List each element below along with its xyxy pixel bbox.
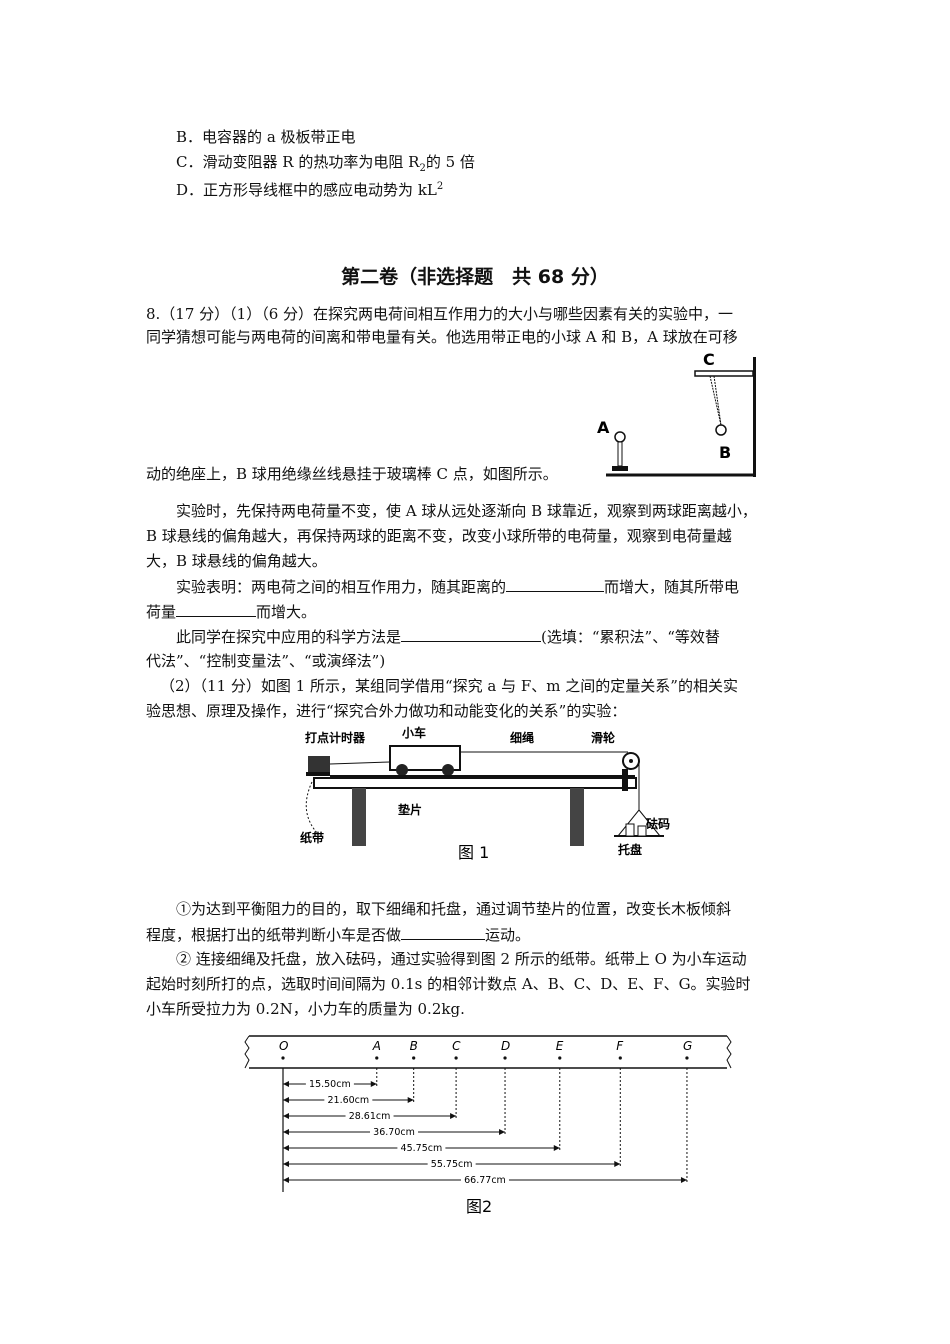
label-c: C xyxy=(703,350,715,369)
p1-line1: 实验时，先保持两电荷量不变，使 A 球从远处逐渐向 B 球靠近，观察到两球距离越… xyxy=(176,502,757,520)
p6-line3: 小车所受拉力为 0.2N，小力车的质量为 0.2kg. xyxy=(146,1000,465,1018)
fig2-distance-label: 21.60cm xyxy=(327,1095,369,1106)
fig1-tape-label: 纸带 xyxy=(300,830,324,845)
fig1-tray-label: 托盘 xyxy=(618,842,642,857)
answer-blank-4[interactable] xyxy=(401,923,486,940)
answer-blank-1[interactable] xyxy=(506,575,605,592)
fig2-point-O xyxy=(281,1056,285,1060)
fig1-caption: 图 1 xyxy=(458,843,489,862)
p4-line1: （2）（11 分）如图 1 所示，某组同学借用“探究 a 与 F、m 之间的定量… xyxy=(160,677,738,695)
fig2-point-label-E: E xyxy=(556,1039,564,1053)
p4-line2: 验思想、原理及操作，进行“探究合外力做功和动能变化的关系”的实验： xyxy=(146,702,627,720)
p1-line2: B 球悬线的偏角越大，再保持两球的距离不变，改变小球所带的电荷量，观察到电荷量越 xyxy=(146,527,732,545)
fig2-point-D xyxy=(503,1056,507,1060)
label-b: B xyxy=(719,443,731,462)
fig2-arrowhead xyxy=(283,1081,289,1087)
p2-line1: 实验表明：两电荷之间的相互作用力，随其距离的而增大，随其所带电 xyxy=(176,575,739,598)
fig2-arrowhead xyxy=(370,1081,377,1087)
fig2-label-bg xyxy=(460,1174,509,1185)
fig2-label-bg xyxy=(345,1110,394,1121)
fig2-distance-label: 15.50cm xyxy=(309,1079,351,1090)
p2-line2: 荷量而增大。 xyxy=(146,600,316,623)
section-title: 第二卷（非选择题 共 68 分） xyxy=(341,266,609,288)
fig1-timer-label: 打点计时器 xyxy=(305,730,366,745)
fig2-point-label-F: F xyxy=(616,1039,624,1053)
fig2-distance-label: 45.75cm xyxy=(401,1143,443,1154)
fig2-arrowhead xyxy=(283,1161,289,1167)
fig2-point-label-B: B xyxy=(410,1039,418,1053)
fig2-point-label-G: G xyxy=(683,1039,692,1053)
fig2-point-C xyxy=(454,1056,458,1060)
fig2-point-A xyxy=(375,1056,379,1060)
fig2-arrowhead xyxy=(407,1097,414,1103)
p5-line1: ①为达到平衡阻力的目的，取下细绳和托盘，通过调节垫片的位置，改变长木板倾斜 xyxy=(176,900,732,918)
fig2-arrowhead xyxy=(283,1145,289,1151)
fig2-distance-label: 36.70cm xyxy=(373,1127,415,1138)
answer-blank-3[interactable] xyxy=(401,625,542,642)
fig2-point-label-O: O xyxy=(279,1039,288,1053)
fig2-distance-label: 28.61cm xyxy=(349,1111,391,1122)
q8-line1: 8.（17 分）（1）（6 分）在探究两电荷间相互作用力的大小与哪些因素有关的实… xyxy=(146,305,734,323)
fig2-label-bg xyxy=(397,1142,446,1153)
fig1-weights-label: 砝码 xyxy=(646,816,670,831)
answer-blank-2[interactable] xyxy=(176,600,257,617)
p6-line1: ② 连接细绳及托盘，放入砝码，通过实验得到图 2 所示的纸带。纸带上 O 为小车… xyxy=(176,950,747,968)
fig2-label-bg xyxy=(427,1158,476,1169)
fig2-distance-label: 66.77cm xyxy=(464,1175,506,1186)
fig2-arrowhead xyxy=(283,1097,289,1103)
fig2-arrowhead xyxy=(283,1177,289,1183)
fig2-arrowhead xyxy=(680,1177,687,1183)
fig2-arrowhead xyxy=(499,1129,506,1135)
fig2-caption: 图2 xyxy=(466,1197,492,1216)
fig2-point-label-D: D xyxy=(501,1039,510,1053)
fig2-point-label-A: A xyxy=(372,1039,381,1053)
fig2-label-bg xyxy=(324,1094,373,1105)
q8-line2: 同学猜想可能与两电荷的间离和带电量有关。他选用带正电的小球 A 和 B，A 球放… xyxy=(146,328,738,346)
fig2-point-B xyxy=(412,1056,416,1060)
p3-line2: 代法”、“控制变量法”、“或演绎法”) xyxy=(146,652,386,670)
fig2-arrowhead xyxy=(283,1113,289,1119)
fig2-distance-label: 55.75cm xyxy=(431,1159,473,1170)
p5-line2: 程度，根据打出的纸带判断小车是否做运动。 xyxy=(146,923,530,946)
fig1-pad-label: 垫片 xyxy=(398,802,422,817)
p3-line1: 此同学在探究中应用的科学方法是(选填：“累积法”、“等效替 xyxy=(176,625,720,648)
fig2-arrowhead xyxy=(450,1113,457,1119)
charges-diagram: C B A xyxy=(597,350,756,477)
fig2-point-label-C: C xyxy=(452,1039,461,1053)
fig2-point-G xyxy=(685,1056,689,1060)
option-d: D．正方形导线框中的感应电动势为 kL2 xyxy=(176,181,444,199)
option-b: B．电容器的 a 极板带正电 xyxy=(176,128,356,146)
fig2-arrowhead xyxy=(614,1161,621,1167)
fig1-rope-label: 细绳 xyxy=(510,730,534,745)
fig2-arrowhead xyxy=(283,1129,289,1135)
fig1-pulley-label: 滑轮 xyxy=(591,730,616,745)
fig2-arrowhead xyxy=(553,1145,560,1151)
fig2-point-E xyxy=(558,1056,562,1060)
fig2-label-bg xyxy=(370,1126,419,1137)
p6-line2: 起始时刻所打的点，选取时间间隔为 0.1s 的相邻计数点 A、B、C、D、E、F… xyxy=(146,975,751,993)
option-c: C．滑动变阻器 R 的热功率为电阻 R2的 5 倍 xyxy=(176,153,475,174)
fig1-cart-label: 小车 xyxy=(402,725,426,740)
figure-2-tape: O A B C D E F G 15.50cm 21.60cm 28.61cm 36.70cm 45.7… xyxy=(244,1035,732,1216)
fig2-label-bg xyxy=(305,1078,354,1089)
q8-line3: 动的绝座上，B 球用绝缘丝线悬挂于玻璃棒 C 点，如图所示。 xyxy=(146,465,558,483)
label-a: A xyxy=(597,418,610,437)
fig2-point-F xyxy=(618,1056,622,1060)
p1-line3: 大，B 球悬线的偏角越大。 xyxy=(146,552,327,570)
figure-1-apparatus: 打点计时器 小车 细绳 滑轮 砝码 托盘 垫片 纸带 图 1 xyxy=(300,725,670,862)
